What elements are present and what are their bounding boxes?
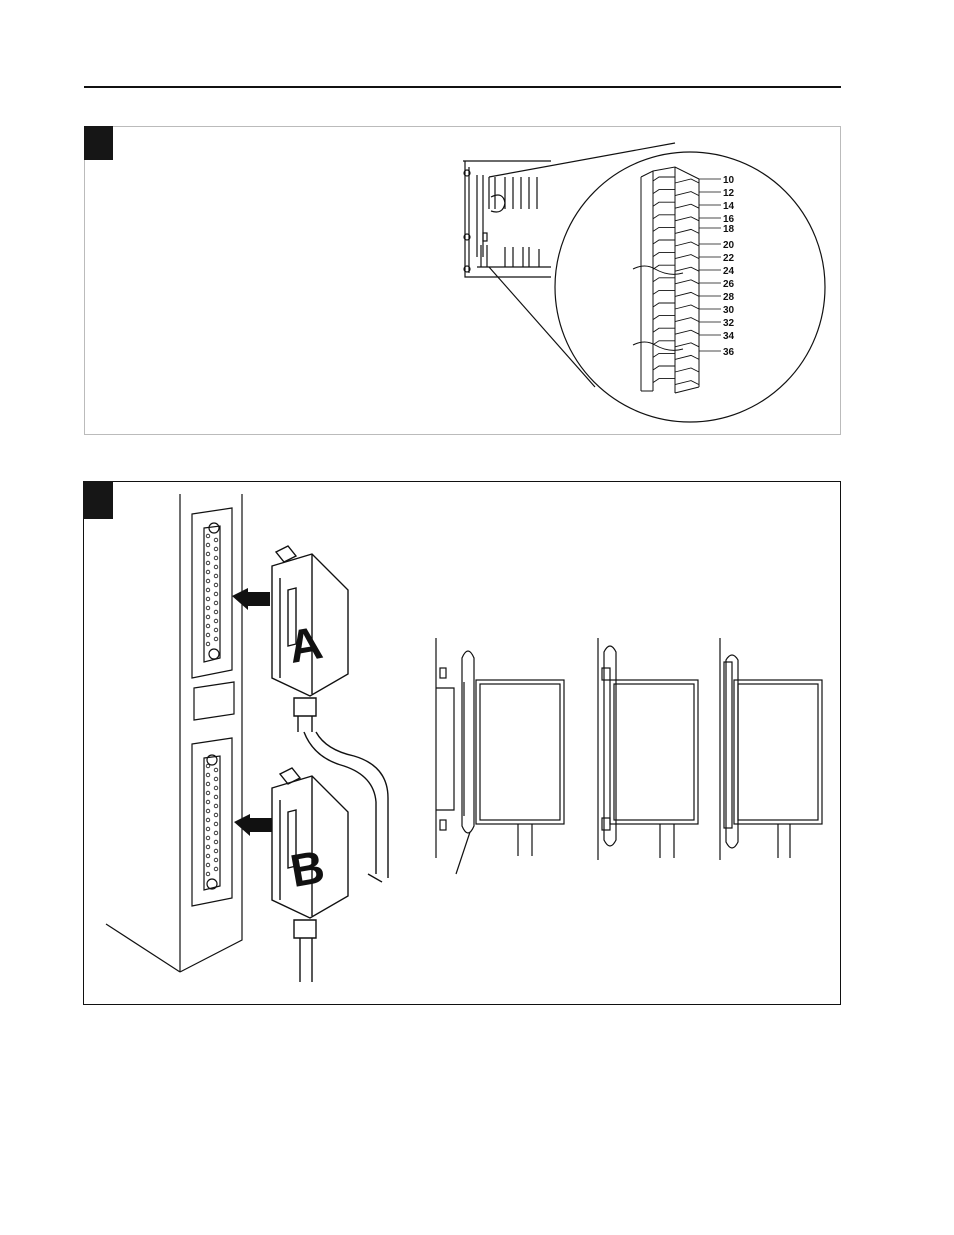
pin-label: 14 [723,201,735,212]
cable-connection-illustration: A B [84,482,840,1004]
pin-label: 24 [723,266,735,277]
terminal-block-illustration: 10 12 14 16 18 20 22 24 26 28 30 32 34 3… [85,127,842,436]
pin-label: 30 [723,305,735,316]
header-rule [84,86,841,88]
pin-label: 36 [723,347,735,358]
pin-label: 10 [723,175,735,186]
figure-panel-1: 10 12 14 16 18 20 22 24 26 28 30 32 34 3… [84,126,841,435]
pin-label: 18 [723,224,735,235]
pin-label: 12 [723,188,735,199]
pin-label: 26 [723,279,735,290]
pin-label: 28 [723,292,735,303]
pin-label: 32 [723,318,735,329]
figure-panel-2: A B [83,481,841,1005]
pin-label: 22 [723,253,735,264]
connector-a-label: A [284,616,326,673]
pin-label: 20 [723,240,735,251]
connector-b-label: B [286,840,328,897]
pin-label: 34 [723,331,735,342]
